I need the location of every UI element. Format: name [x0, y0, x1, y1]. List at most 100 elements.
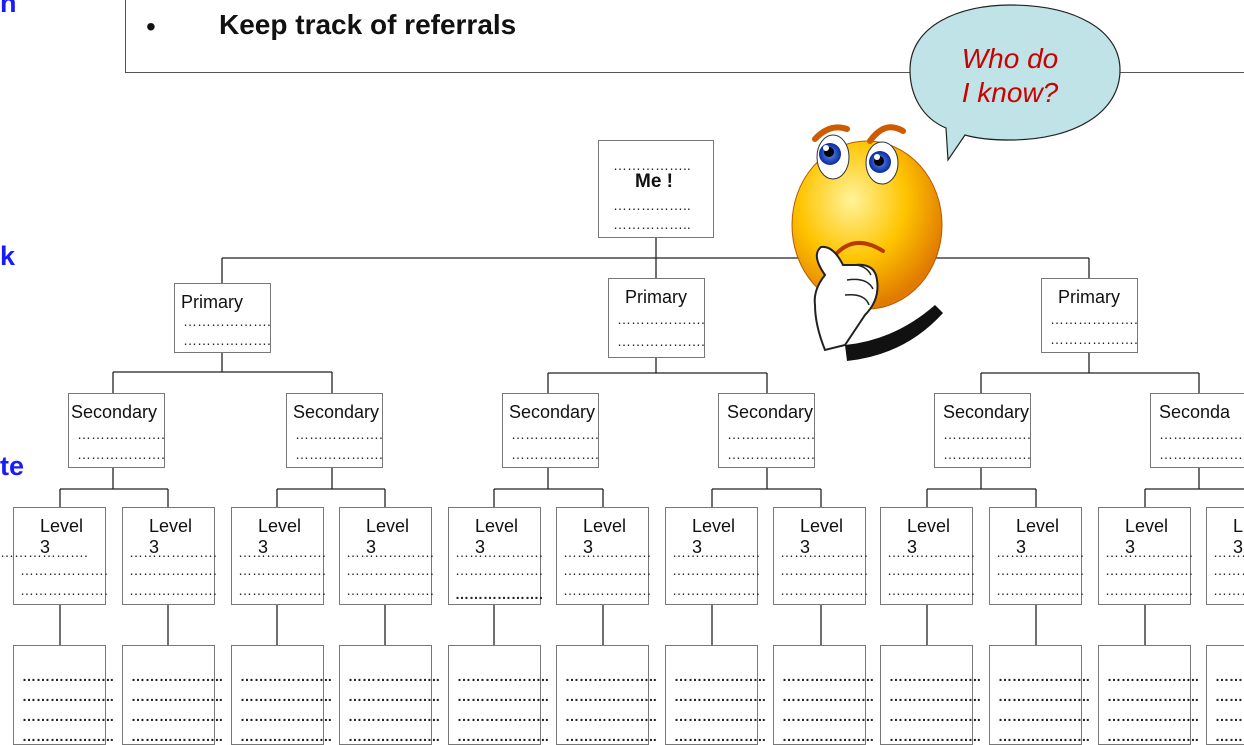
node-dots: ………………. — [77, 426, 165, 442]
node-dots: ………………. — [672, 582, 760, 598]
root-dots-bottom: …………….. — [613, 216, 691, 232]
node-dots: ……………….. — [22, 728, 114, 744]
node-dots: ………………. — [238, 544, 326, 560]
level-number: 3 — [258, 537, 269, 557]
level3-node: Level 3 ………………. ………………. ………………. — [556, 507, 651, 605]
level-number: 3 — [583, 537, 594, 557]
node-dots: ………………. — [295, 426, 383, 442]
node-dots: ……………….. — [674, 728, 766, 744]
level4-node: ……………….. ……………….. ……………….. ……………….. — [339, 645, 440, 745]
level3-node: Level 3 ………………. ………………. ………………. — [665, 507, 760, 605]
node-dots: ……………….. — [782, 688, 874, 704]
level3-node: Level 3 ………………. ………………. ………………. — [773, 507, 868, 605]
level-label: Level — [1125, 516, 1169, 536]
secondary-node: Secondary ………………. ………………. — [718, 393, 815, 468]
node-dots: ……………….. — [457, 708, 549, 724]
node-dots: ………………. — [129, 582, 217, 598]
header-text: Keep track of referrals — [219, 9, 517, 40]
secondary-node: Secondary ………………. ………………. — [934, 393, 1031, 468]
node-dots: ………………. — [1213, 582, 1244, 598]
node-dots: ………………. — [238, 582, 326, 598]
level-label: L — [1233, 516, 1244, 536]
level3-node: Level 3 ………………. ………………. ………………. — [1098, 507, 1193, 605]
level4-node: ……………….. ……………….. ……………….. ……………….. — [989, 645, 1090, 745]
root-node: …………….. Me ! …………….. …………….. — [598, 140, 714, 238]
node-dots: ……………….. — [782, 708, 874, 724]
side-fragment-2: k — [0, 241, 16, 271]
node-dots: ………………. — [1213, 562, 1244, 578]
secondary-label: Secondary — [293, 402, 380, 422]
node-dots: ……………….. — [1215, 688, 1244, 704]
node-dots: ………………. — [887, 582, 975, 598]
node-dots: ……………….. — [565, 728, 657, 744]
level-number: 3 — [692, 537, 703, 557]
node-dots: ……………….. — [22, 668, 114, 684]
node-dots: ………………. — [617, 311, 705, 327]
node-dots: ………………. — [455, 586, 543, 602]
level-number: 3 — [1125, 537, 1136, 557]
node-dots: ……………….. — [131, 688, 223, 704]
root-label: Me ! — [635, 171, 673, 192]
node-dots: ………………. — [1159, 426, 1244, 442]
node-dots: ………………. — [996, 544, 1084, 560]
secondary-label: Secondary — [943, 402, 1030, 422]
node-dots: ……………….. — [22, 688, 114, 704]
level-number: 3 — [475, 537, 486, 557]
level4-node: ……………….. ……………….. ……………….. ……………….. — [665, 645, 766, 745]
node-dots: ……………….. — [348, 708, 440, 724]
side-fragment-1: n — [0, 0, 17, 18]
node-dots: ……………….. — [889, 668, 981, 684]
node-dots: ……………….. — [1107, 668, 1199, 684]
level4-node: ……………….. ……………….. ……………….. ……………….. — [231, 645, 332, 745]
node-dots: ………………. — [563, 544, 651, 560]
node-dots: ………………. — [511, 446, 599, 462]
node-dots: ……………….. — [1215, 668, 1244, 684]
level4-node: ……………….. ……………….. ……………….. ……………….. — [556, 645, 657, 745]
level4-node: ……………….. ……………….. ……………….. ……………….. — [880, 645, 981, 745]
secondary-label: Secondary — [509, 402, 596, 422]
side-fragment-3: te — [0, 451, 25, 481]
level-number: 3 — [149, 537, 160, 557]
level3-node: Level 3 ………………. ………………. ………………. — [122, 507, 217, 605]
level4-node: ……………….. ……………….. ……………….. ……………….. — [1098, 645, 1199, 745]
node-dots: ……………….. — [1215, 708, 1244, 724]
node-dots: ………………. — [346, 544, 434, 560]
node-dots: ………………. — [943, 426, 1031, 442]
level4-node: ……………….. ……………….. ……………….. ……………….. — [122, 645, 223, 745]
node-dots: ………………. — [129, 544, 217, 560]
node-dots: ……………….. — [240, 728, 332, 744]
node-dots: ……………….. — [674, 688, 766, 704]
level-number: 3 — [1016, 537, 1027, 557]
level4-node: ……………….. ……………….. ……………….. ……………….. — [1206, 645, 1244, 745]
level-label: Level — [1016, 516, 1060, 536]
secondary-label: Seconda — [1159, 402, 1231, 422]
primary-label: Primary — [181, 292, 243, 312]
primary-node: Primary ………………. ………………. — [174, 283, 271, 353]
bubble-text: Who do I know? — [920, 42, 1100, 110]
node-dots: ………………. — [455, 544, 543, 560]
node-dots: ……………….. — [348, 668, 440, 684]
bullet-marker: • — [146, 11, 156, 42]
node-dots: ………………. — [563, 562, 651, 578]
secondary-node: Seconda ………………. ………………. — [1150, 393, 1244, 468]
level-number: 3 — [907, 537, 918, 557]
root-dots-top: …………….. — [613, 157, 691, 173]
node-dots: ……………….. — [240, 688, 332, 704]
node-dots: ……………….. — [782, 728, 874, 744]
node-dots: ………………. — [183, 313, 271, 329]
node-dots: ……………….. — [674, 668, 766, 684]
primary-node: Primary ………………. ………………. — [608, 278, 705, 358]
node-dots: ……………….. — [998, 728, 1090, 744]
primary-label: Primary — [1058, 287, 1120, 307]
node-dots: ………………. — [780, 582, 868, 598]
node-dots: ……………….. — [998, 708, 1090, 724]
level-label: Level — [40, 516, 84, 536]
node-dots: ……………….. — [348, 728, 440, 744]
node-dots: ………………. — [183, 332, 271, 348]
node-dots: ……………….. — [348, 688, 440, 704]
node-dots: ……………….. — [565, 688, 657, 704]
level-number: 3 — [40, 537, 51, 557]
node-dots: ……………….. — [674, 708, 766, 724]
level4-node: ……………….. ……………….. ……………….. ……………….. — [773, 645, 874, 745]
node-dots: ………………. — [238, 562, 326, 578]
